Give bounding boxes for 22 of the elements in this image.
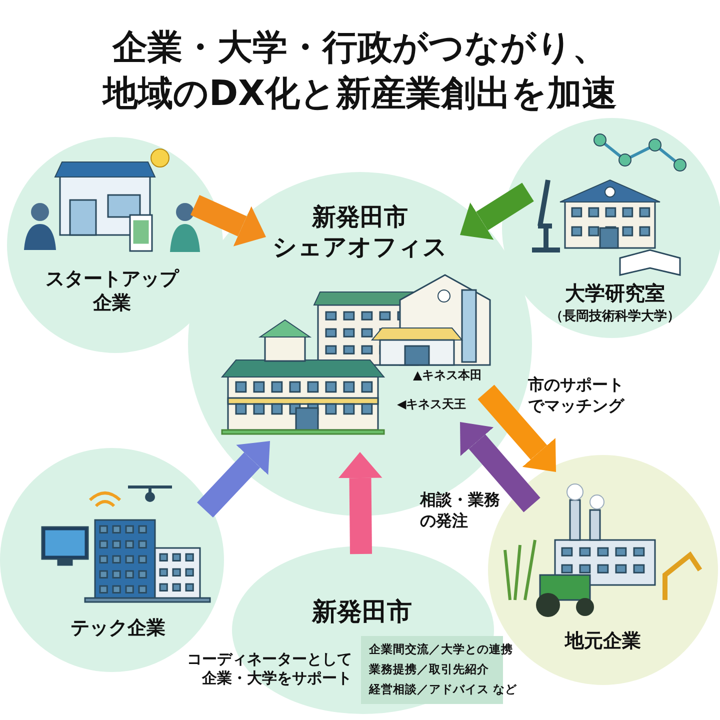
node-title: 新発田市シェアオフィス (272, 202, 448, 262)
node-title: 地元企業 (565, 630, 641, 654)
title: 企業・大学・行政がつながり、地域のDX化と新産業創出を加速 (101, 27, 618, 116)
node-subtitle: （長岡技術科学大学） (550, 309, 680, 326)
block-arrow (196, 441, 270, 518)
node-title: テック企業 (70, 617, 166, 641)
block-arrow (460, 422, 540, 512)
block-arrow (338, 452, 382, 554)
edge-label: 相談・業務の発注 (420, 490, 501, 532)
block-arrow (460, 182, 534, 240)
block-arrow (478, 384, 556, 472)
building-label: ◀キネス天王 (397, 397, 466, 412)
node-description: コーディネーターとして企業・大学をサポート (186, 650, 352, 688)
list-item: 業務提携／取引先紹介 (369, 662, 489, 676)
block-arrow (190, 194, 266, 246)
node-title: 新発田市 (312, 596, 412, 628)
building-label: ▲キネス本田 (413, 368, 482, 383)
list-item: 経営相談／アドバイス など (369, 682, 518, 696)
edge-label: 市のサポートでマッチング (528, 375, 626, 417)
list-item: 企業間交流／大学との連携 (369, 642, 513, 656)
node-title: 大学研究室 (565, 281, 665, 306)
node-title: スタートアップ企業 (44, 268, 180, 316)
